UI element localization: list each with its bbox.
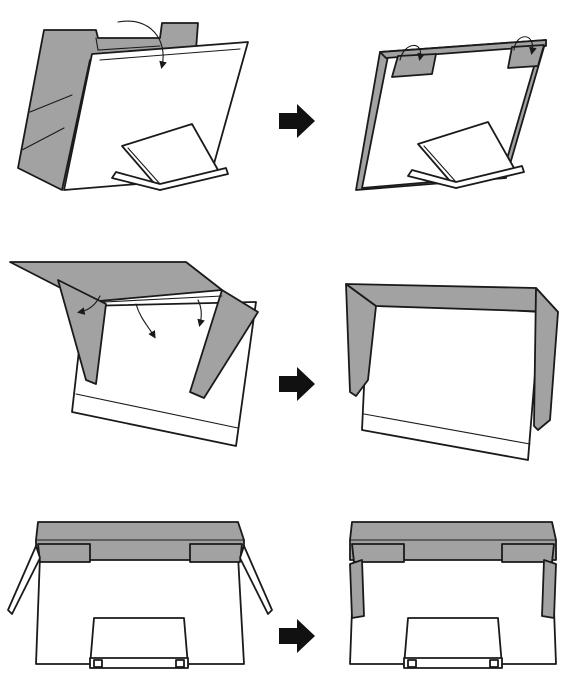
monitor-screen <box>361 301 541 461</box>
hook-tab-right <box>507 44 545 69</box>
hood-side-panel-left <box>349 559 365 619</box>
step-6-back-view-attached <box>349 521 557 669</box>
right-arrow-icon <box>279 104 315 138</box>
right-arrow-icon <box>279 619 315 653</box>
step-4-hood-assembled <box>345 283 559 461</box>
curved-arrow-icon <box>513 36 537 56</box>
curved-arrow-icon <box>117 20 167 70</box>
hood-side-panel-right <box>541 559 557 619</box>
step-1-hood-behind-monitor <box>17 20 249 191</box>
hood-side-panel-right <box>189 289 259 399</box>
curved-arrow-icon <box>399 44 425 62</box>
hook-tab-right <box>501 543 555 563</box>
hook-tab-left <box>351 543 405 563</box>
hood-panel <box>17 22 199 191</box>
curved-arrow-icon <box>135 303 156 339</box>
hood-side-panel-left <box>57 279 107 385</box>
hook-tab-left <box>37 543 91 563</box>
curved-arrow-icon <box>197 299 205 327</box>
hood-side-panel-right <box>239 545 273 615</box>
hood-top-panel <box>9 261 223 303</box>
step-5-back-view-unfolded <box>7 521 273 669</box>
curved-arrow-icon <box>76 295 101 315</box>
hook-tab-left <box>391 53 437 78</box>
step-2-tabs-hooked <box>355 36 547 191</box>
hood-side-panel-right <box>533 287 559 431</box>
right-arrow-icon <box>279 367 315 401</box>
step-3-side-panels-folding <box>9 261 259 447</box>
hook-tab-right <box>189 543 243 563</box>
hood-side-panel-left <box>7 545 41 615</box>
